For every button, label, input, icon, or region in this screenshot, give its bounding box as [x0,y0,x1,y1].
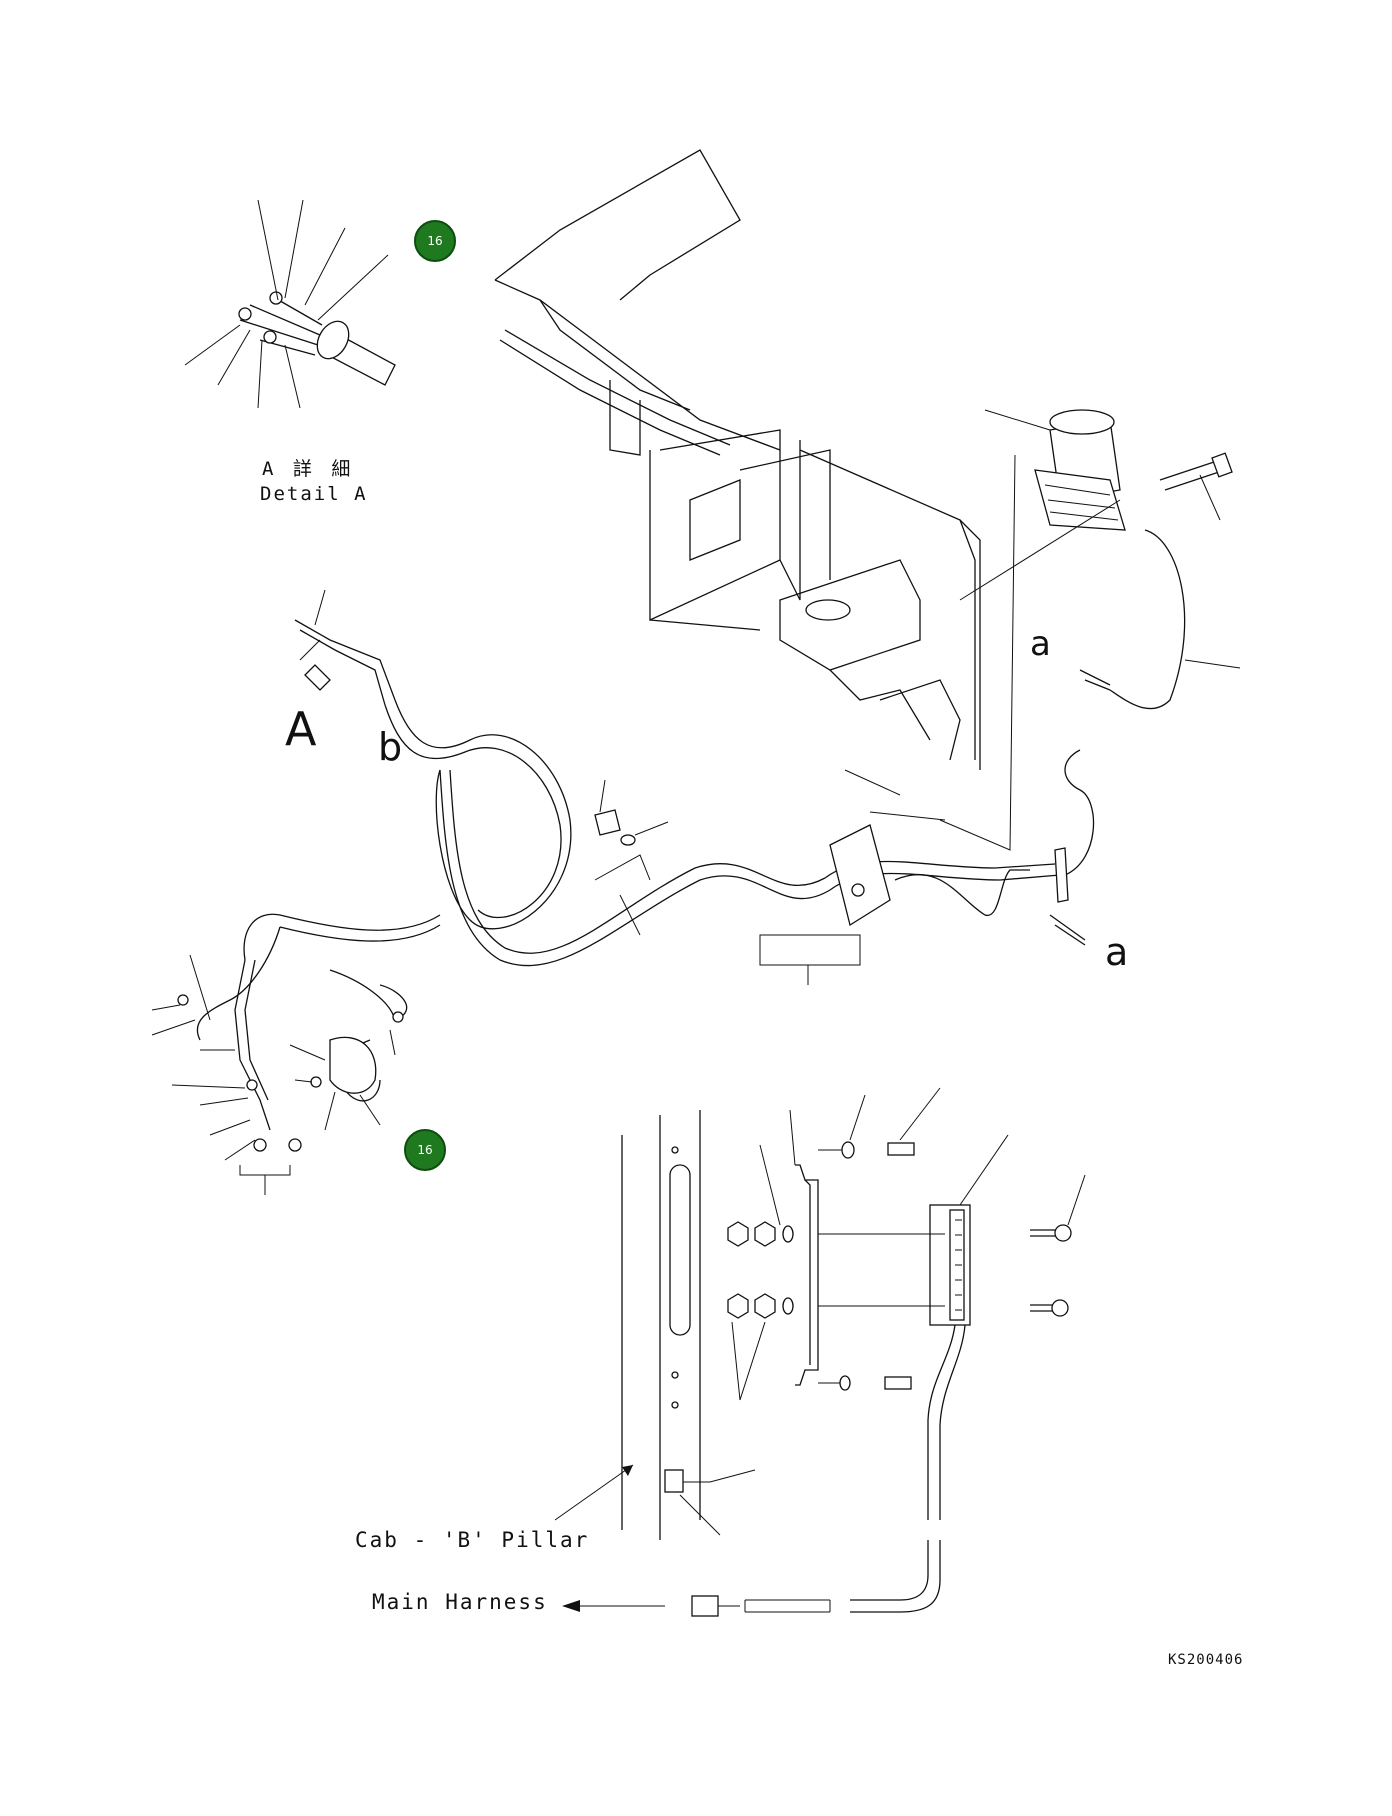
drawing-number: KS200406 [1168,1652,1243,1668]
detail-a-label-en: Detail A [260,483,368,505]
detail-a-view: A 詳 細 Detail A [184,199,396,505]
badge-top-number: 16 [427,234,442,248]
badge-bottom-number: 16 [417,1143,432,1157]
pillar-arrow [554,1464,634,1521]
mounting-panel-assembly [494,149,981,770]
cab-pillar-label: Cab - 'B' Pillar [355,1528,589,1552]
main-harness-label: Main Harness [372,1590,548,1614]
callout-badge-bottom: 16 [404,1129,446,1171]
callout-b: b [378,725,402,769]
cab-pillar-detail: Cab - 'B' Pillar [355,1087,1086,1617]
detail-a-label-jp: A 詳 細 [262,458,354,480]
callout-big-A: A [285,702,317,756]
callout-badge-top: 16 [414,220,456,262]
leader-line-box [939,454,1016,851]
controller-box: a [959,409,1241,710]
main-harness: A b a [151,589,1128,1195]
callout-a-bottom: a [1105,930,1128,974]
callout-a-top: a [1030,624,1051,664]
